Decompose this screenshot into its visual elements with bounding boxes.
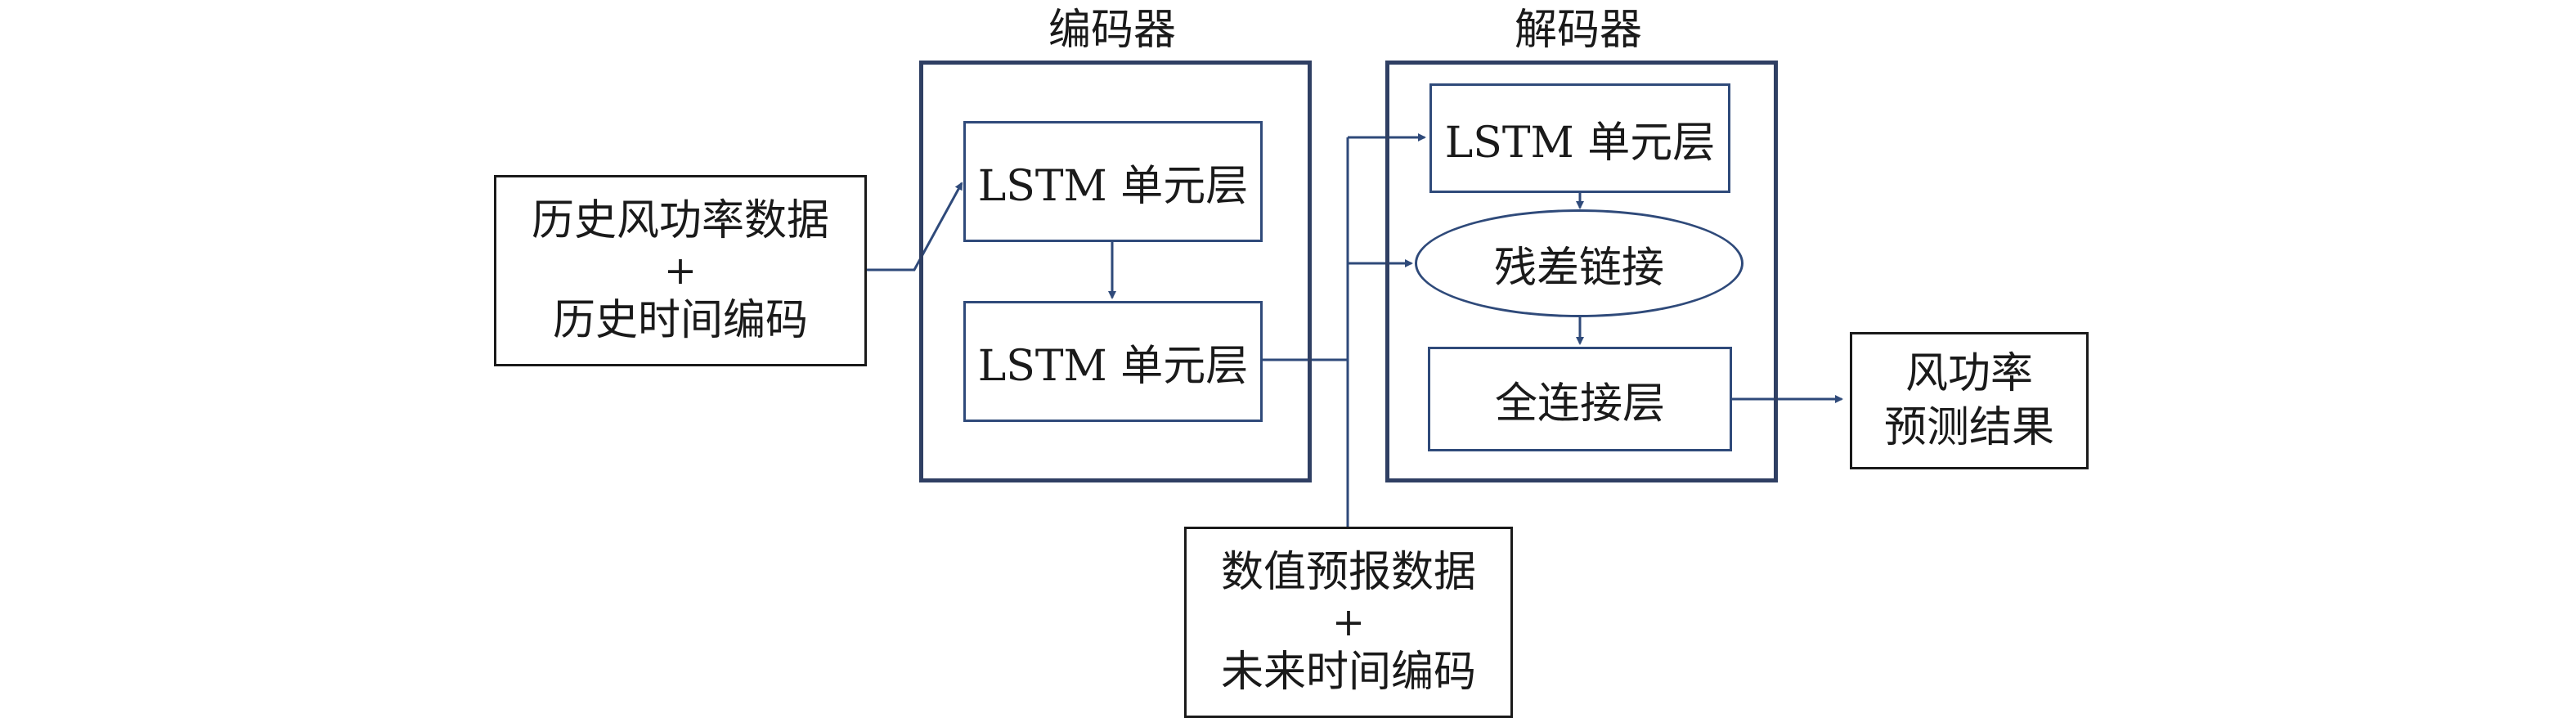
dense-layer-label: 全连接层: [1494, 379, 1665, 429]
encoder-lstm-layer-1-label: LSTM 单元层: [977, 161, 1249, 211]
residual-connection-label: 残差链接: [1493, 243, 1664, 293]
history-input-line2: 历史时间编码: [552, 296, 808, 345]
residual-connection: 残差链接: [1415, 209, 1744, 317]
decoder-lstm-layer: LSTM 单元层: [1429, 83, 1730, 193]
dense-layer: 全连接层: [1428, 347, 1732, 451]
forecast-input-plus: +: [1331, 599, 1366, 645]
forecast-input-line2: 未来时间编码: [1220, 648, 1476, 697]
output-line2: 预测结果: [1883, 403, 2054, 452]
history-input-plus: +: [663, 248, 698, 294]
forecast-input-box: 数值预报数据 + 未来时间编码: [1184, 527, 1513, 718]
encoder-group: [919, 61, 1312, 482]
history-input-line1: 历史风功率数据: [531, 196, 829, 245]
encoder-lstm-layer-1: LSTM 单元层: [963, 121, 1263, 242]
encoder-lstm-layer-2: LSTM 单元层: [963, 301, 1263, 422]
output-box: 风功率 预测结果: [1850, 332, 2089, 469]
decoder-title: 解码器: [1514, 6, 1642, 55]
forecast-input-line1: 数值预报数据: [1220, 548, 1476, 597]
arrow-history-to-encoder: [865, 182, 963, 271]
encoder-lstm-layer-2-label: LSTM 单元层: [977, 341, 1249, 391]
output-line1: 风功率: [1905, 349, 2033, 398]
encoder-title: 编码器: [1048, 6, 1176, 55]
decoder-group: [1385, 61, 1778, 482]
decoder-lstm-layer-label: LSTM 单元层: [1444, 118, 1716, 168]
history-input-box: 历史风功率数据 + 历史时间编码: [494, 175, 867, 366]
